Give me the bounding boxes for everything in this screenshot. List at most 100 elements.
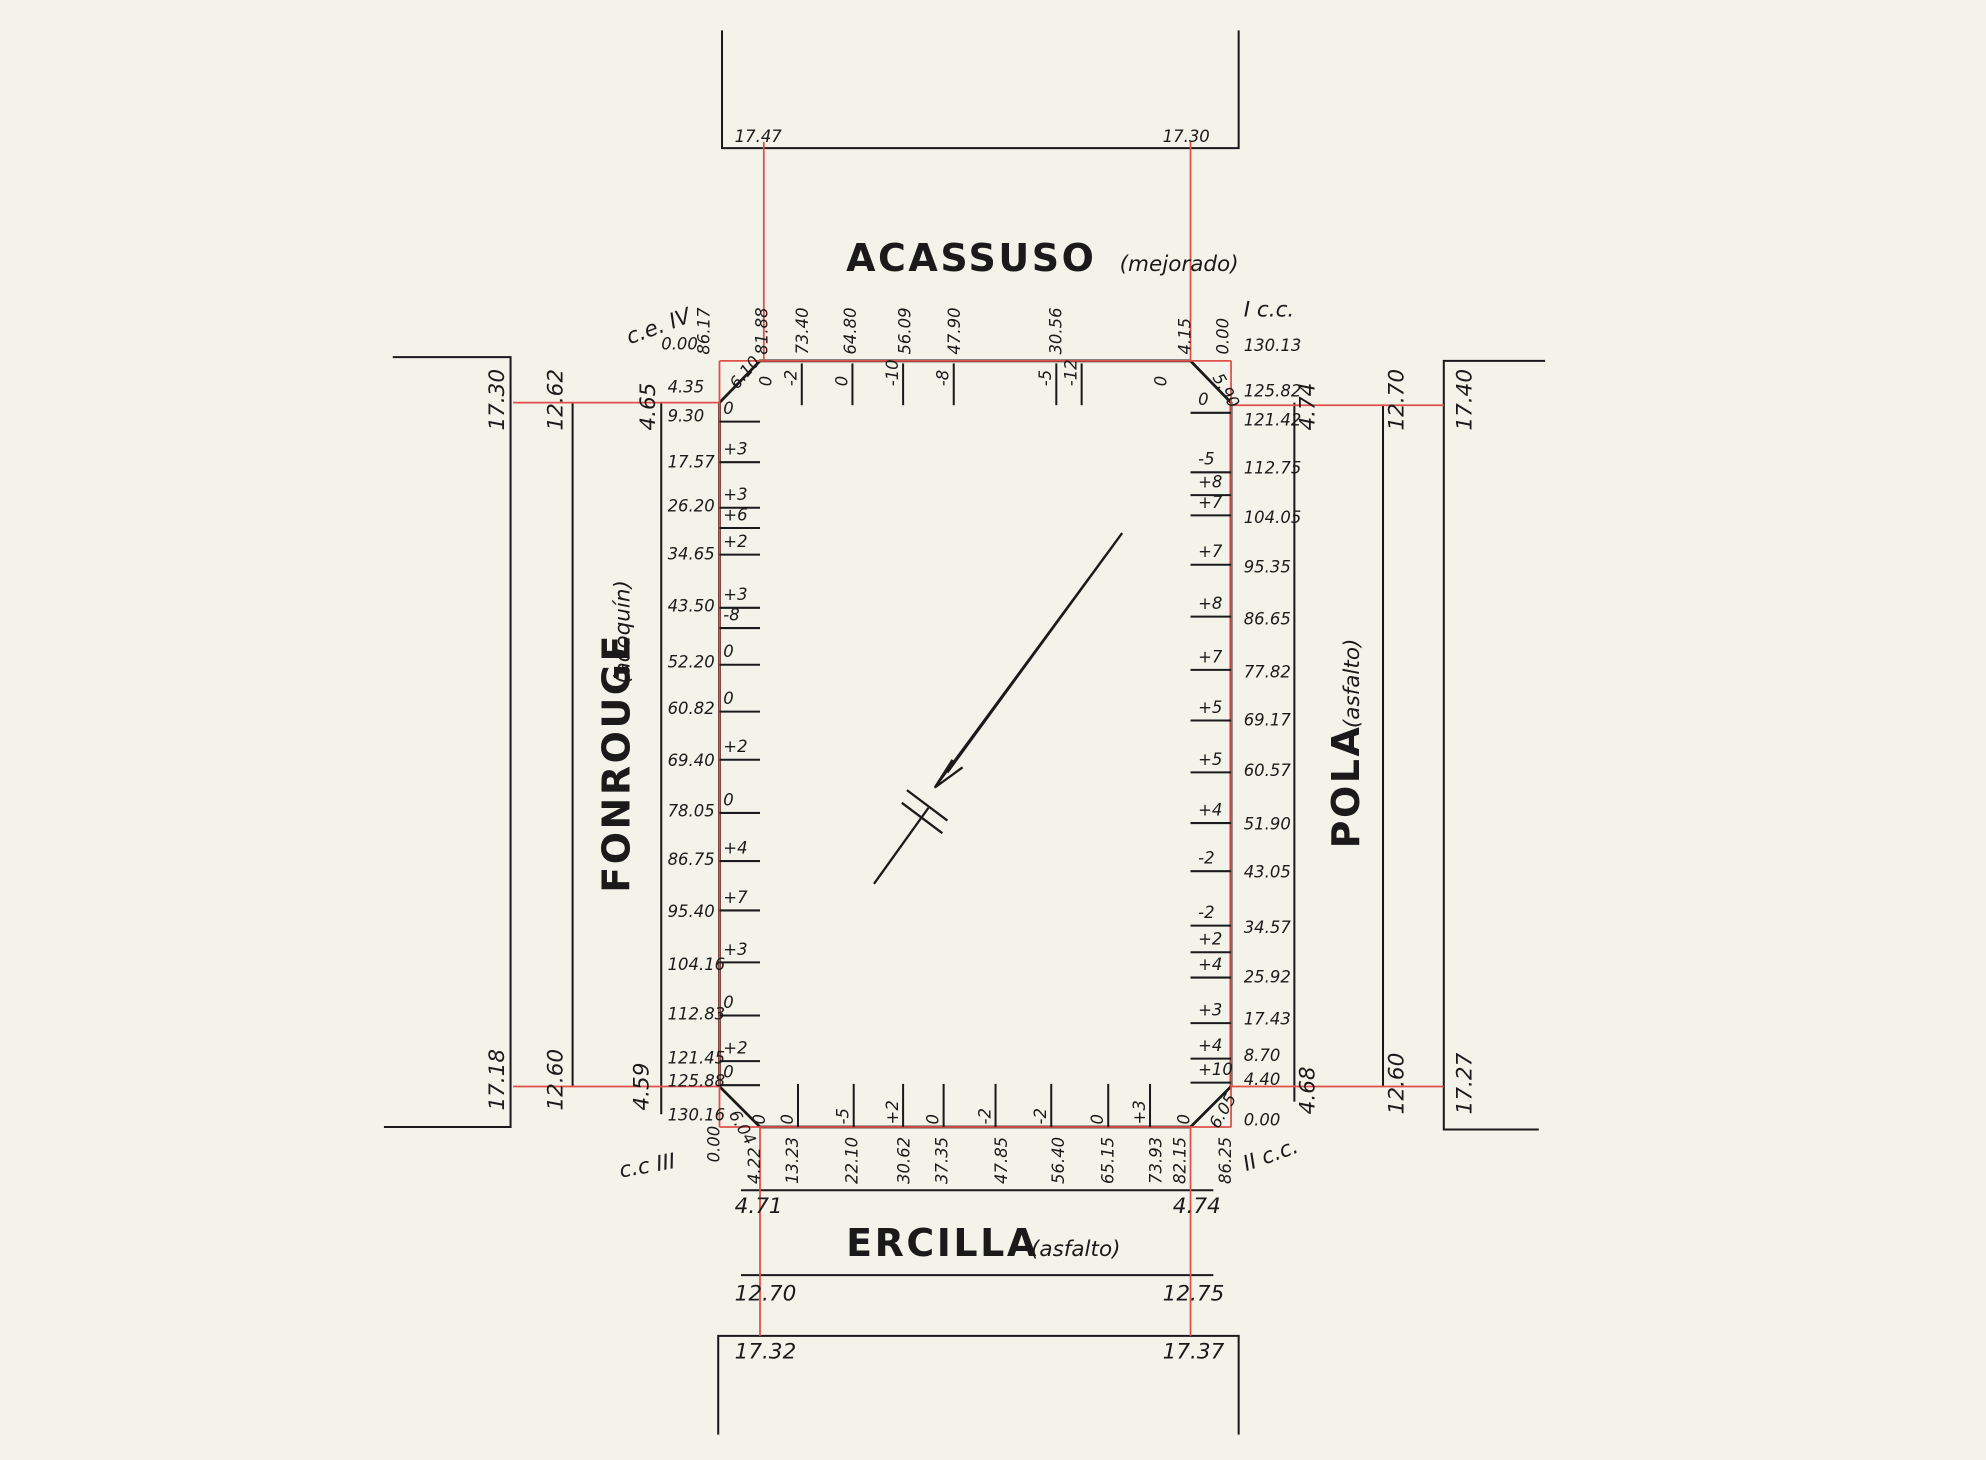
- right-offset-label: +7: [1198, 542, 1223, 561]
- level-bottom: 4.74: [1173, 1194, 1221, 1219]
- top-street-boundary: [721, 30, 1240, 150]
- right-offset-label: +2: [1198, 930, 1222, 949]
- left-distance-label: 130.16: [668, 1106, 726, 1125]
- right-offset-label: +4: [1198, 1036, 1222, 1055]
- corner-label-bottom-right: II c.c.: [1240, 1134, 1302, 1177]
- bottom-offset-label: 0: [1174, 1114, 1193, 1124]
- left-offset-label: +3: [723, 940, 747, 959]
- left-distance-label: 9.30: [668, 407, 705, 426]
- right-distance-label: 60.57: [1244, 761, 1292, 780]
- top-offset-label: -10: [883, 359, 902, 386]
- left-distance-label: 78.05: [668, 802, 715, 821]
- left-distance-label: 43.50: [668, 597, 715, 616]
- left-distance-label: 34.65: [668, 545, 715, 564]
- block-outline: [718, 359, 1233, 1129]
- right-distance-label: 121.42: [1244, 410, 1302, 429]
- top-distance-label: 0.00: [1214, 318, 1233, 355]
- bottom-distance-label: 4.22: [745, 1147, 764, 1184]
- right-street-boundary: [1442, 359, 1546, 1131]
- right-offset-label: -2: [1198, 849, 1214, 868]
- left-distance-label: 86.75: [668, 850, 715, 869]
- left-distance-label: 69.40: [668, 751, 715, 770]
- left-distance-label: 104.16: [668, 955, 726, 974]
- left-offset-label: 0: [723, 642, 733, 661]
- left-distance-label: 125.88: [668, 1071, 726, 1090]
- top-offset-label: 0: [1151, 376, 1170, 386]
- level-top-right: 17.30: [1163, 127, 1210, 146]
- top-distance-label: 47.90: [945, 307, 964, 354]
- bottom-inner-line: [741, 1189, 1214, 1277]
- top-distance-label: 81.88: [753, 307, 772, 354]
- right-offset-label: +5: [1198, 750, 1222, 769]
- right-distance-label: 104.05: [1244, 508, 1302, 527]
- street-name-bottom: ERCILLA: [846, 1221, 1039, 1265]
- level-left: 4.59: [630, 1063, 655, 1111]
- left-distance-label: 60.82: [668, 699, 715, 718]
- level-left: 17.18: [485, 1049, 510, 1111]
- bottom-street-boundary: [717, 1334, 1240, 1435]
- top-distance-label: 4.15: [1176, 318, 1195, 355]
- right-distance-label: 25.92: [1244, 968, 1291, 987]
- bottom-offset-label: 0: [924, 1114, 943, 1124]
- top-distance-label: 0.00: [661, 334, 698, 353]
- left-offset-label: 0: [723, 689, 733, 708]
- right-offset-label: +7: [1198, 493, 1223, 512]
- street-surface-bottom: (asfalto): [1031, 1237, 1121, 1262]
- bottom-offset-label: 0: [778, 1114, 797, 1124]
- bottom-offset-label: -2: [975, 1108, 994, 1124]
- street-surface-left: (adoquín): [611, 580, 636, 684]
- bottom-distance-label: 86.25: [1216, 1137, 1235, 1184]
- bottom-distance-label: 82.15: [1170, 1137, 1189, 1184]
- left-offset-label: +6: [723, 505, 747, 524]
- top-distance-label: 30.56: [1046, 307, 1065, 354]
- right-offset-label: +3: [1198, 1001, 1222, 1020]
- right-distance-label: 4.40: [1244, 1070, 1281, 1089]
- level-left: 17.30: [485, 369, 510, 431]
- left-offset-label: +3: [723, 585, 747, 604]
- level-right: 12.60: [1384, 1053, 1409, 1115]
- top-distance-label: 73.40: [793, 307, 812, 354]
- level-bottom: 12.70: [735, 1281, 797, 1306]
- bottom-distance-label: 73.93: [1146, 1137, 1165, 1184]
- bottom-offset-label: +2: [883, 1100, 902, 1124]
- right-offset-label: -2: [1198, 903, 1214, 922]
- right-distance-label: 69.17: [1244, 711, 1292, 730]
- bottom-distance-label: 22.10: [843, 1137, 862, 1184]
- left-offset-label: 0: [723, 790, 733, 809]
- street-surface-top: (mejorado): [1120, 252, 1239, 277]
- right-offset-label: +7: [1198, 647, 1223, 666]
- bottom-distance-label: 47.85: [992, 1137, 1011, 1184]
- top-offset-label: 0: [756, 376, 775, 386]
- right-offset-label: +4: [1198, 955, 1222, 974]
- bottom-offset-label: -2: [1031, 1108, 1050, 1124]
- north-arrow-icon: [873, 532, 1124, 885]
- right-offset-label: +4: [1198, 800, 1222, 819]
- bottom-distance-label: 30.62: [894, 1137, 913, 1184]
- right-distance-label: 125.82: [1244, 381, 1302, 400]
- block-red-outline: [718, 359, 1232, 1128]
- top-offset-label: -2: [782, 370, 801, 386]
- right-distance-label: 8.70: [1244, 1046, 1281, 1065]
- right-offset-label: +10: [1198, 1060, 1233, 1079]
- right-offset-label: +5: [1198, 698, 1222, 717]
- bottom-offset-label: 0: [1088, 1114, 1107, 1124]
- left-distance-label: 26.20: [668, 497, 715, 516]
- left-offset-label: +4: [723, 838, 747, 857]
- level-bottom: 4.71: [735, 1194, 783, 1219]
- right-offset-label: +8: [1198, 594, 1222, 613]
- bottom-distance-label: 56.40: [1049, 1137, 1068, 1184]
- right-distance-label: 43.05: [1244, 863, 1291, 882]
- level-right: 17.40: [1453, 369, 1478, 431]
- left-offset-label: +2: [723, 532, 747, 551]
- left-offset-label: +3: [723, 440, 747, 459]
- top-distance-label: 86.17: [694, 307, 713, 355]
- right-distance-label: 17.43: [1244, 1009, 1291, 1028]
- level-bottom: 17.32: [735, 1340, 797, 1365]
- left-offset-label: +2: [723, 1039, 747, 1058]
- left-offset-label: +7: [723, 888, 748, 907]
- left-distance-label: 121.45: [668, 1049, 726, 1068]
- level-left: 12.60: [543, 1049, 568, 1111]
- left-distance-label: 112.83: [668, 1004, 726, 1023]
